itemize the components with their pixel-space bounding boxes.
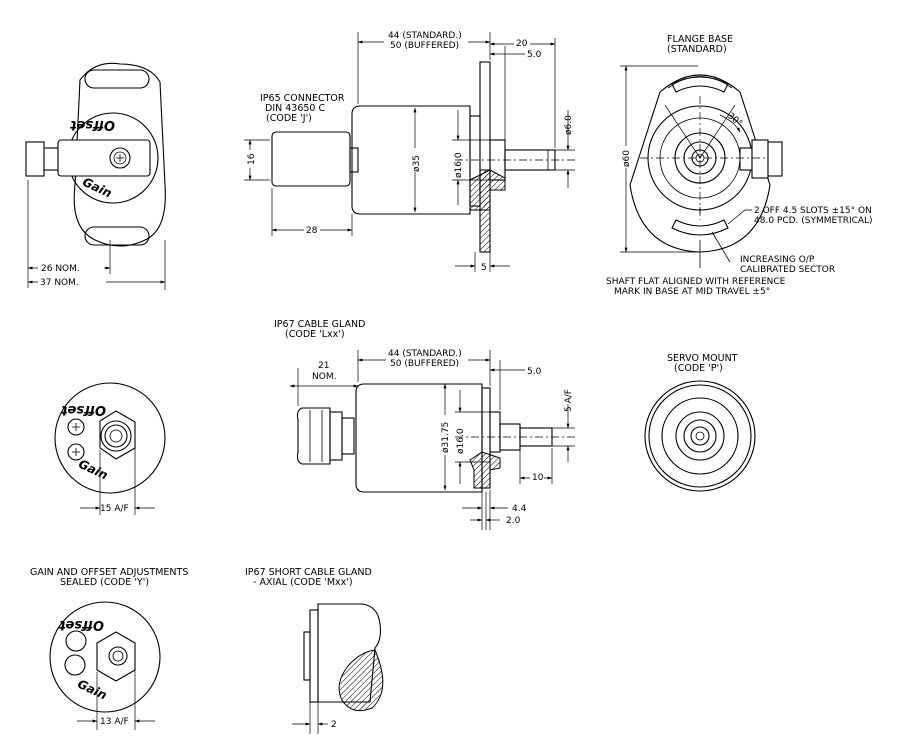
flange-label-1: FLANGE BASE	[667, 34, 733, 45]
side-view-connector: IP65 CONNECTOR DIN 43650 C (CODE 'J') 44…	[244, 28, 575, 273]
dim-16: 16	[247, 153, 257, 165]
ip65-label-3: (CODE 'J')	[266, 113, 312, 124]
slots-label-1: 2 OFF 4.5 SLOTS ±15° ON	[754, 206, 872, 216]
dim-44-standard: 44 (STANDARD.)	[388, 31, 462, 41]
dim-5-af: 5 A/F	[564, 389, 574, 412]
ip65-label-2: DIN 43650 C	[265, 103, 325, 114]
dim-16-0-mid: ø16.0	[456, 428, 466, 454]
increasing-label-2: CALIBRATED SECTOR	[740, 265, 835, 275]
dim-6-0: ø6.0	[564, 115, 574, 135]
dim-20: 20	[516, 39, 528, 49]
servo-mount-view: SERVO MOUNT (CODE 'P')	[644, 353, 756, 492]
sealed-label-1: GAIN AND OFFSET ADJUSTMENTS	[30, 567, 188, 578]
dim-21: 21	[318, 361, 329, 371]
sealed-label-2: SEALED (CODE 'Y')	[60, 577, 149, 588]
dim-5-0-top: 5.0	[527, 50, 542, 60]
side-view-gland: IP67 CABLE GLAND (CODE 'Lxx') 44 (STANDA…	[274, 319, 575, 530]
offset-label-2: Offset	[61, 402, 106, 417]
dim-35: ø35	[412, 155, 422, 172]
servo-label-1: SERVO MOUNT	[667, 353, 738, 364]
dim-28: 28	[306, 226, 318, 236]
gain-label-3: Gain	[75, 677, 109, 703]
dim-37-nom: 37 NOM.	[40, 278, 79, 288]
dim-31-75: ø31.75	[441, 422, 451, 453]
dim-5: 5	[481, 263, 487, 273]
dim-21-nom: NOM.	[312, 372, 336, 382]
slots-label-2: 48.0 PCD. (SYMMETRICAL)	[754, 216, 873, 226]
flange-base-view: FLANGE BASE (STANDARD) 30° ø60 2 OFF 4.5…	[606, 34, 873, 297]
dim-16-0: ø16.0	[454, 152, 464, 178]
short-gland-label-1: IP67 SHORT CABLE GLAND	[245, 567, 372, 578]
flange-label-2: (STANDARD)	[667, 44, 727, 55]
short-gland-view: IP67 SHORT CABLE GLAND - AXIAL (CODE 'Mx…	[245, 567, 384, 734]
dim-10: 10	[532, 473, 544, 483]
short-gland-label-2: - AXIAL (CODE 'Mxx')	[253, 577, 353, 588]
dim-2-0: 2.0	[506, 516, 521, 526]
dim-50-buffered: 50 (BUFFERED)	[390, 41, 459, 51]
dim-26-nom: 26 NOM.	[41, 264, 80, 274]
gain-label: Gain	[80, 175, 114, 201]
dim-15-af: 15 A/F	[100, 504, 129, 514]
shaft-label-1: SHAFT FLAT ALIGNED WITH REFERENCE	[606, 277, 786, 287]
dim-44-standard-2: 44 (STANDARD.)	[388, 349, 462, 359]
gain-label-2: Gain	[76, 457, 110, 483]
ip67-gland-label-1: IP67 CABLE GLAND	[274, 319, 365, 330]
offset-label: Offset	[70, 117, 115, 132]
dim-5-0-mid: 5.0	[527, 367, 542, 377]
dim-60: ø60	[622, 150, 632, 167]
increasing-label-1: INCREASING O/P	[740, 255, 815, 265]
offset-label-3: Offset	[59, 617, 104, 632]
dim-2: 2	[331, 720, 337, 730]
servo-label-2: (CODE 'P')	[674, 363, 723, 374]
ip67-gland-label-2: (CODE 'Lxx')	[285, 329, 345, 340]
front-view-gland: Offset Gain 15 A/F	[54, 382, 166, 515]
dim-50-buffered-2: 50 (BUFFERED)	[390, 359, 459, 369]
sealed-adjustments-view: GAIN AND OFFSET ADJUSTMENTS SEALED (CODE…	[30, 567, 188, 730]
shaft-label-2: MARK IN BASE AT MID TRAVEL ±5°	[614, 287, 770, 297]
dim-4-4: 4.4	[512, 504, 527, 514]
dim-13-af: 13 A/F	[100, 717, 129, 727]
ip65-label-1: IP65 CONNECTOR	[260, 93, 345, 104]
front-view-connector: Offset Gain 26 NOM. 37 NOM.	[25, 62, 166, 290]
